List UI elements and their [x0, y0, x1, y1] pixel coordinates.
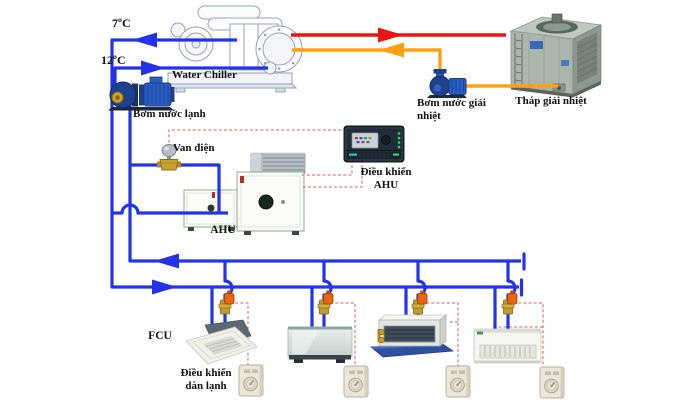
thermostat-fcu3	[445, 365, 471, 398]
floor-fcu-illustration	[287, 326, 353, 363]
cooling-tower-label: Tháp giải nhiệt	[515, 95, 587, 107]
fcu3-valve	[411, 290, 428, 315]
return-arrow-right	[141, 60, 165, 76]
ahu-controller-label: Điều khiển AHU	[360, 166, 412, 191]
chilled-return-pipe-top	[113, 66, 268, 86]
supply-temp-label: 7ºC	[112, 16, 131, 30]
electric-valve-illustration	[157, 144, 181, 171]
supply-arrow-left	[132, 32, 157, 48]
thermostat-fcu2	[343, 365, 369, 398]
fcu-label: FCU	[148, 330, 172, 342]
condenser-return-arrow	[379, 42, 404, 58]
chilled-supply-pipe	[110, 38, 519, 289]
wire-controller-to-ahu-1	[300, 160, 353, 176]
hot-pipe-arrow	[378, 27, 403, 43]
electric-valve-label: Van điện	[173, 142, 215, 154]
chilled-water-pump-label: Bơm nước lạnh	[133, 108, 206, 120]
fcu2-valve	[317, 290, 334, 315]
indoor-unit-controller-label: Điều khiển dàn lạnh	[180, 367, 232, 392]
condenser-return-pipe	[292, 48, 442, 72]
wire-controller-to-ahu-2	[301, 160, 363, 188]
ahu-illustration	[183, 152, 306, 235]
thermostat-fcu1	[238, 364, 264, 397]
ahu-label: AHU	[210, 224, 236, 236]
supply-header-arrow	[152, 279, 177, 295]
water-chiller-illustration	[166, 5, 303, 93]
wire-fcu3-thermostat	[426, 302, 459, 366]
cassette-fcu-illustration	[185, 319, 258, 365]
thermostat-fcu4	[539, 366, 565, 399]
return-temp-label: 12ºC	[101, 53, 126, 67]
fcu1-valve	[218, 290, 235, 315]
return-header-arrow	[154, 253, 179, 269]
ahu-lower-branch	[112, 203, 228, 215]
ceiling-fcu-illustration	[473, 328, 542, 364]
condenser-water-pump-label: Bơm nước giải nhiệt	[417, 97, 486, 122]
fcu4-valve	[501, 290, 518, 315]
chilled-water-pump-illustration	[108, 76, 175, 111]
cooling-tower-illustration	[509, 13, 603, 98]
ducted-fcu-illustration	[369, 314, 455, 358]
chilled-return-header	[128, 106, 521, 263]
wire-fcu4-thermostat	[492, 302, 544, 367]
ahu-controller-illustration	[343, 125, 405, 163]
water-chiller-label: Water Chiller	[172, 69, 237, 81]
condenser-water-pump-illustration	[427, 69, 467, 98]
